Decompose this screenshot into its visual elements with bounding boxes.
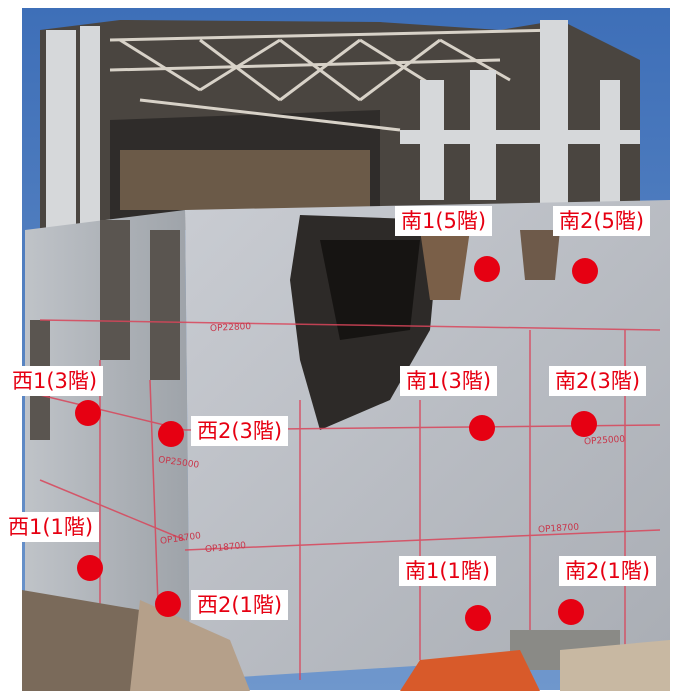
upper-columns	[46, 20, 640, 236]
marker-south2-5f	[572, 258, 598, 284]
west-wall	[25, 210, 190, 680]
label-west1-3f: 西1(3階)	[6, 366, 104, 396]
label-south1-1f: 南1(1階)	[399, 556, 497, 586]
label-west2-3f: 西2(3階)	[191, 416, 289, 446]
marker-west1-3f	[75, 400, 101, 426]
marker-west1-1f	[77, 555, 103, 581]
label-west2-1f: 西2(1階)	[191, 590, 289, 620]
label-south2-5f: 南2(5階)	[553, 206, 651, 236]
marker-south1-5f	[474, 256, 500, 282]
marker-west2-1f	[155, 591, 181, 617]
wall-annotation-op22800: OP22800	[209, 321, 252, 335]
label-south2-1f: 南2(1階)	[559, 556, 657, 586]
label-south2-3f: 南2(3階)	[549, 366, 647, 396]
marker-south2-3f	[571, 411, 597, 437]
marker-west2-3f	[158, 421, 184, 447]
roof-truss	[109, 28, 561, 132]
marker-south1-3f	[469, 415, 495, 441]
marker-south1-1f	[465, 605, 491, 631]
marker-south2-1f	[558, 599, 584, 625]
ground-rubble	[22, 590, 670, 691]
label-west1-1f: 西1(1階)	[2, 512, 100, 542]
label-south1-5f: 南1(5階)	[395, 206, 493, 236]
label-south1-3f: 南1(3階)	[400, 366, 498, 396]
